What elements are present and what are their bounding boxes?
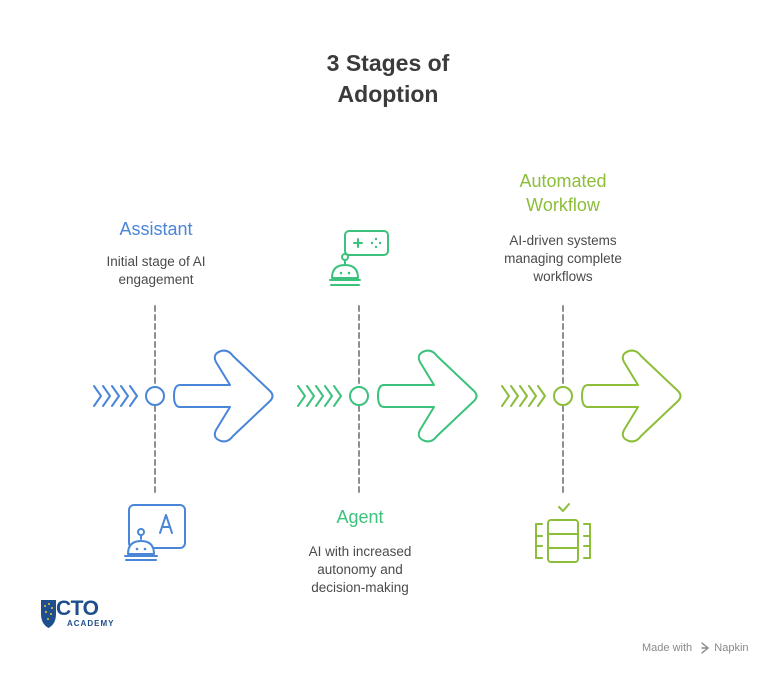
stage-2-title: Agent [336, 507, 384, 527]
stage-3-chevron [537, 385, 546, 407]
cto-academy-logo: CTO ACADEMY [40, 598, 130, 632]
server-check-icon [535, 503, 591, 563]
stage-1-description: Initial stage of AI engagement [56, 253, 256, 289]
stage-3-title: Automated Workflow [460, 169, 666, 217]
stage-1-chevron [111, 385, 120, 407]
stage-3-description: AI-driven systems managing complete work… [460, 232, 666, 286]
credit-brand: Napkin [714, 642, 749, 655]
stage-1-desc-line: Initial stage of AI [106, 254, 206, 269]
stage-2-chevron [333, 385, 342, 407]
made-with-napkin-credit: Made with Napkin [642, 641, 762, 655]
stage-3-chevrons [501, 385, 546, 407]
stage-3-title-line: Automated [519, 171, 607, 191]
stage-1-desc-line: engagement [118, 272, 194, 287]
stage-1-chevrons [93, 385, 138, 407]
stage-3-node [553, 386, 573, 406]
stage-2-chevrons [297, 385, 342, 407]
stage-2-chevron [297, 385, 306, 407]
stage-1-node [145, 386, 165, 406]
stage-3-chevron [519, 385, 528, 407]
stage-2-desc-line: AI with increased [308, 544, 412, 559]
stage-3-title-line: Workflow [526, 195, 600, 215]
diagram-title: 3 Stages of Adoption [238, 48, 538, 110]
robot-chat-icon [124, 504, 186, 561]
stage-3-desc-line: workflows [533, 269, 593, 284]
stage-2-chevron [324, 385, 333, 407]
stage-1-arrow [173, 349, 274, 443]
stage-2-chevron [315, 385, 324, 407]
title-line-2: Adoption [337, 81, 439, 107]
stage-3-chevron [510, 385, 519, 407]
stage-2-graphic [297, 230, 478, 493]
stage-2-node [349, 386, 369, 406]
napkin-icon [701, 642, 709, 654]
stage-3-chevron [501, 385, 510, 407]
logo-sub-text: ACADEMY [67, 619, 115, 628]
stage-2-desc-line: autonomy and [317, 562, 403, 577]
stage-1-chevron [129, 385, 138, 407]
stage-1-chevron [93, 385, 102, 407]
stage-3-desc-line: AI-driven systems [509, 233, 617, 248]
stage-1-chevron [120, 385, 129, 407]
stage-2-desc-line: decision-making [311, 580, 409, 595]
stage-1-title: Assistant [119, 219, 193, 239]
credit-prefix: Made with [642, 642, 693, 655]
robot-gamepad-icon [329, 230, 389, 286]
logo-main-text: CTO [56, 597, 99, 620]
title-line-1: 3 Stages of [326, 50, 450, 76]
stage-3-arrow [581, 349, 682, 443]
stage-2-description: AI with increased autonomy and decision-… [260, 543, 460, 597]
stage-2-chevron [306, 385, 315, 407]
stage-1-chevron [102, 385, 111, 407]
stage-3-desc-line: managing complete [504, 251, 622, 266]
cto-academy-shield-icon [41, 600, 56, 628]
stage-2-arrow [377, 349, 478, 443]
stage-1-graphic [93, 305, 274, 561]
stage-3-chevron [528, 385, 537, 407]
stage-3-graphic [501, 305, 682, 563]
